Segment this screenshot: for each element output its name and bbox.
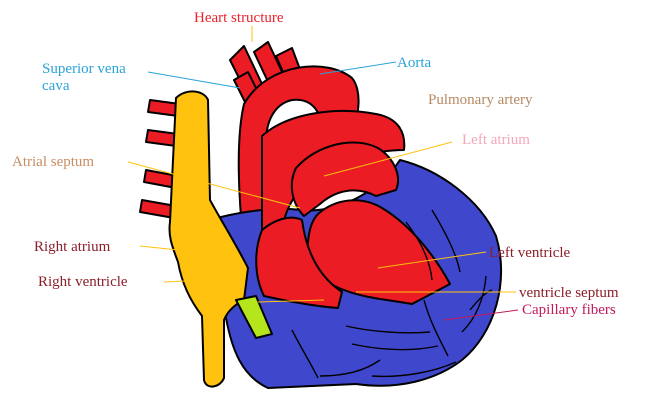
label-right-atrium: Right atrium	[34, 239, 110, 255]
diagram-title: Heart structure	[194, 10, 284, 26]
label-atrial-septum: Atrial septum	[12, 154, 94, 170]
label-ventricle-septum: ventricle septum	[519, 285, 619, 301]
label-superior-vena-cava-line2: cava	[42, 78, 126, 95]
leader-superior-vena-cava	[148, 72, 240, 88]
label-left-atrium: Left atrium	[462, 132, 530, 148]
label-left-ventricle: Left ventricle	[489, 245, 570, 261]
label-capillary-fibers: Capillary fibers	[522, 302, 616, 318]
label-superior-vena-cava-line1: Superior vena	[42, 61, 126, 78]
label-aorta: Aorta	[397, 55, 431, 71]
label-superior-vena-cava: Superior vena cava	[42, 61, 126, 95]
label-pulmonary-artery: Pulmonary artery	[428, 92, 533, 108]
label-right-ventricle: Right ventricle	[38, 274, 128, 290]
